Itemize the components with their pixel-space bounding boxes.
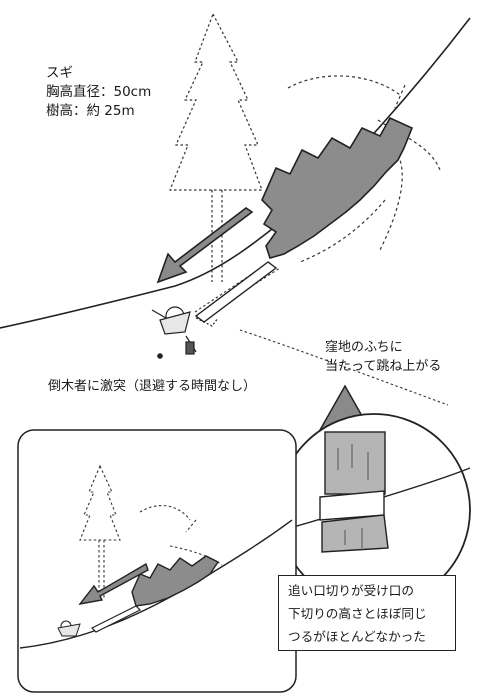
feller-figure — [151, 306, 219, 355]
impact-dot — [157, 353, 163, 359]
hollow-edge-label: 窪地のふちに 当たって跳ね上がる — [325, 338, 441, 376]
tree-species: スギ — [46, 65, 73, 81]
feller-hit-label: 倒木者に激突（退避する時間なし） — [48, 379, 257, 394]
tree-diameter: 胸高直径：50cm — [46, 84, 152, 100]
cut-note-box: 追い口切りが受け口の 下切りの高さとほぼ同じ つるがほとんどなかった — [278, 575, 456, 651]
cut-note-line3: つるがほとんどなかった — [288, 629, 426, 644]
hollow-edge-line1: 窪地のふちに — [325, 340, 403, 355]
hollow-edge-line2: 当たって跳ね上がる — [325, 359, 442, 374]
cut-note-line2: 下切りの高さとほぼ同じ — [288, 606, 427, 621]
tree-height: 樹高：約 25m — [46, 103, 135, 119]
tree-info: スギ 胸高直径：50cm 樹高：約 25m — [46, 64, 151, 121]
inset-frame — [17, 429, 297, 693]
falling-tree — [194, 116, 414, 323]
cut-note-line1: 追い口切りが受け口の — [288, 583, 414, 598]
slope-line — [0, 17, 471, 329]
fall-direction-arrow — [156, 207, 254, 284]
inset-scene — [19, 464, 293, 649]
standing-tree-outline — [169, 12, 263, 282]
